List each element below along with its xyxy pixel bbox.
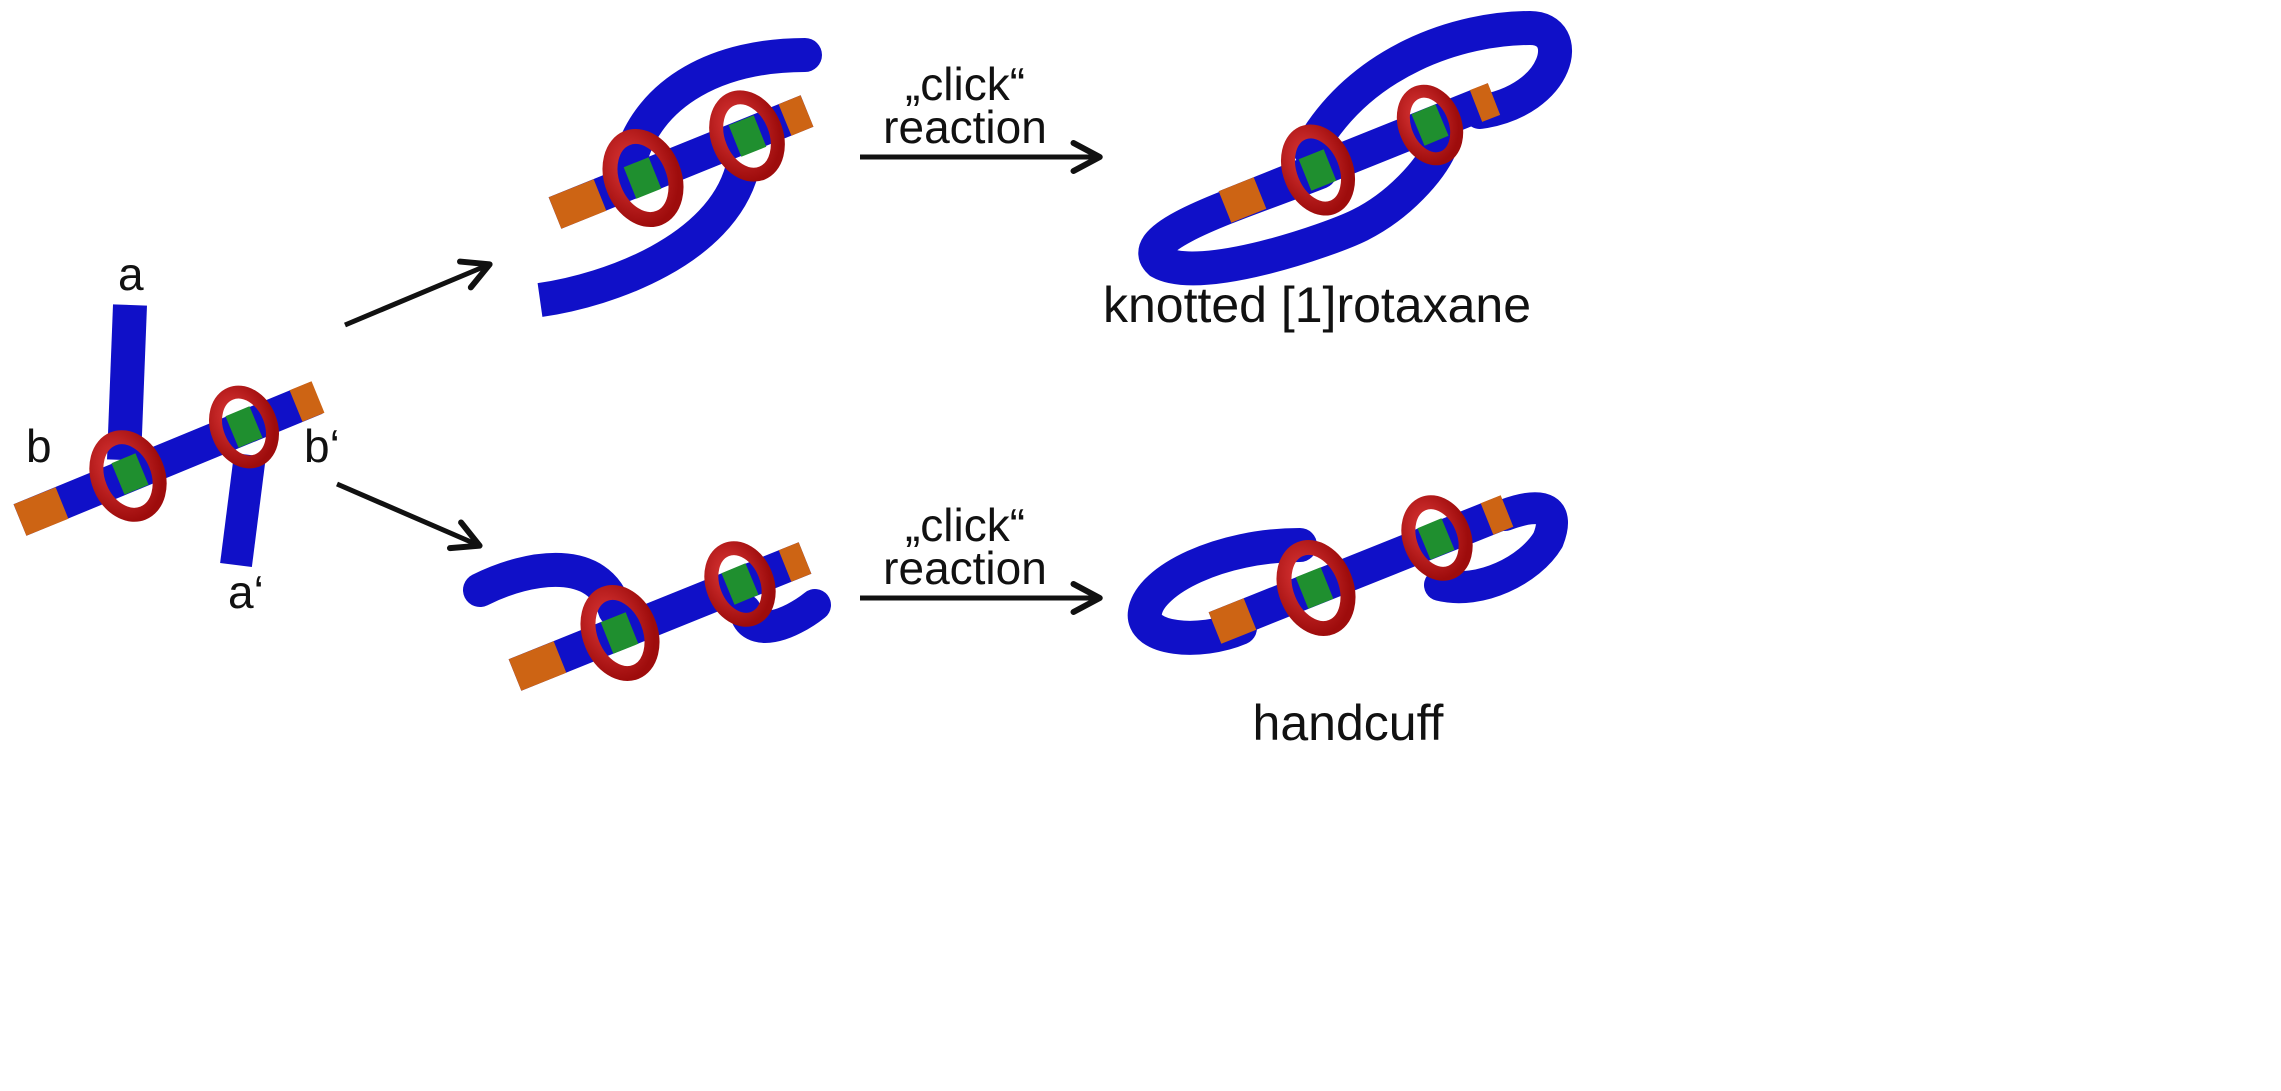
- station-2: [225, 406, 263, 448]
- station-1: [623, 157, 662, 199]
- station-2: [1417, 518, 1455, 560]
- stopper-right: [1469, 83, 1501, 122]
- ring-1: [602, 128, 684, 228]
- station-1: [111, 453, 149, 495]
- loop-lower: [1138, 131, 1457, 286]
- top-intermediate: [537, 38, 822, 317]
- station-1: [1298, 149, 1337, 191]
- reaction-label-top-line2: reaction: [883, 101, 1047, 153]
- knotted-rotaxane: [1138, 10, 1572, 286]
- product-label-top: knotted [1]rotaxane: [1103, 277, 1531, 333]
- ring-1: [89, 430, 167, 522]
- stopper-left: [548, 179, 607, 229]
- bottom-intermediate: [463, 541, 831, 691]
- stopper-left: [1218, 177, 1267, 223]
- reaction-label-top-line1: „click“: [905, 58, 1025, 110]
- ring-2: [1396, 84, 1464, 166]
- loop-left: [1127, 528, 1317, 655]
- arrow-to-bottom: [336, 481, 483, 552]
- ring-2: [209, 385, 279, 469]
- handcuff: [1127, 492, 1568, 655]
- ring-1: [1276, 539, 1356, 637]
- loop-outer: [1293, 10, 1572, 167]
- label-b-prime: b‘: [304, 420, 340, 472]
- ring-1: [580, 584, 660, 682]
- reaction-label-bottom-line2: reaction: [883, 542, 1047, 594]
- station-1: [1295, 567, 1334, 609]
- label-b: b: [26, 420, 52, 472]
- ring-1: [1281, 124, 1355, 216]
- strand-a-prime: [220, 452, 266, 568]
- station-2: [728, 115, 767, 157]
- ring-2: [709, 90, 785, 182]
- stopper-left: [508, 641, 567, 691]
- ring-2: [1401, 495, 1473, 581]
- starting-material: a a‘ b b‘: [13, 248, 340, 618]
- stopper-left: [1208, 598, 1257, 644]
- station-2: [721, 563, 759, 605]
- stopper-right: [778, 95, 814, 136]
- axle: [508, 542, 812, 691]
- reaction-label-bottom-line1: „click“: [905, 499, 1025, 551]
- arrow-to-top: [344, 258, 493, 328]
- station-1: [600, 612, 639, 654]
- stopper-right: [778, 542, 812, 582]
- stopper-left: [13, 487, 69, 536]
- stopper-right: [289, 381, 325, 422]
- loop-right: [1424, 492, 1568, 604]
- product-label-bottom: handcuff: [1253, 695, 1444, 751]
- station-2: [1411, 104, 1449, 146]
- strand-lower: [537, 164, 759, 317]
- ring-2: [704, 541, 776, 627]
- stopper-right: [1480, 495, 1514, 535]
- label-a-prime: a‘: [228, 566, 264, 618]
- label-a: a: [118, 248, 144, 300]
